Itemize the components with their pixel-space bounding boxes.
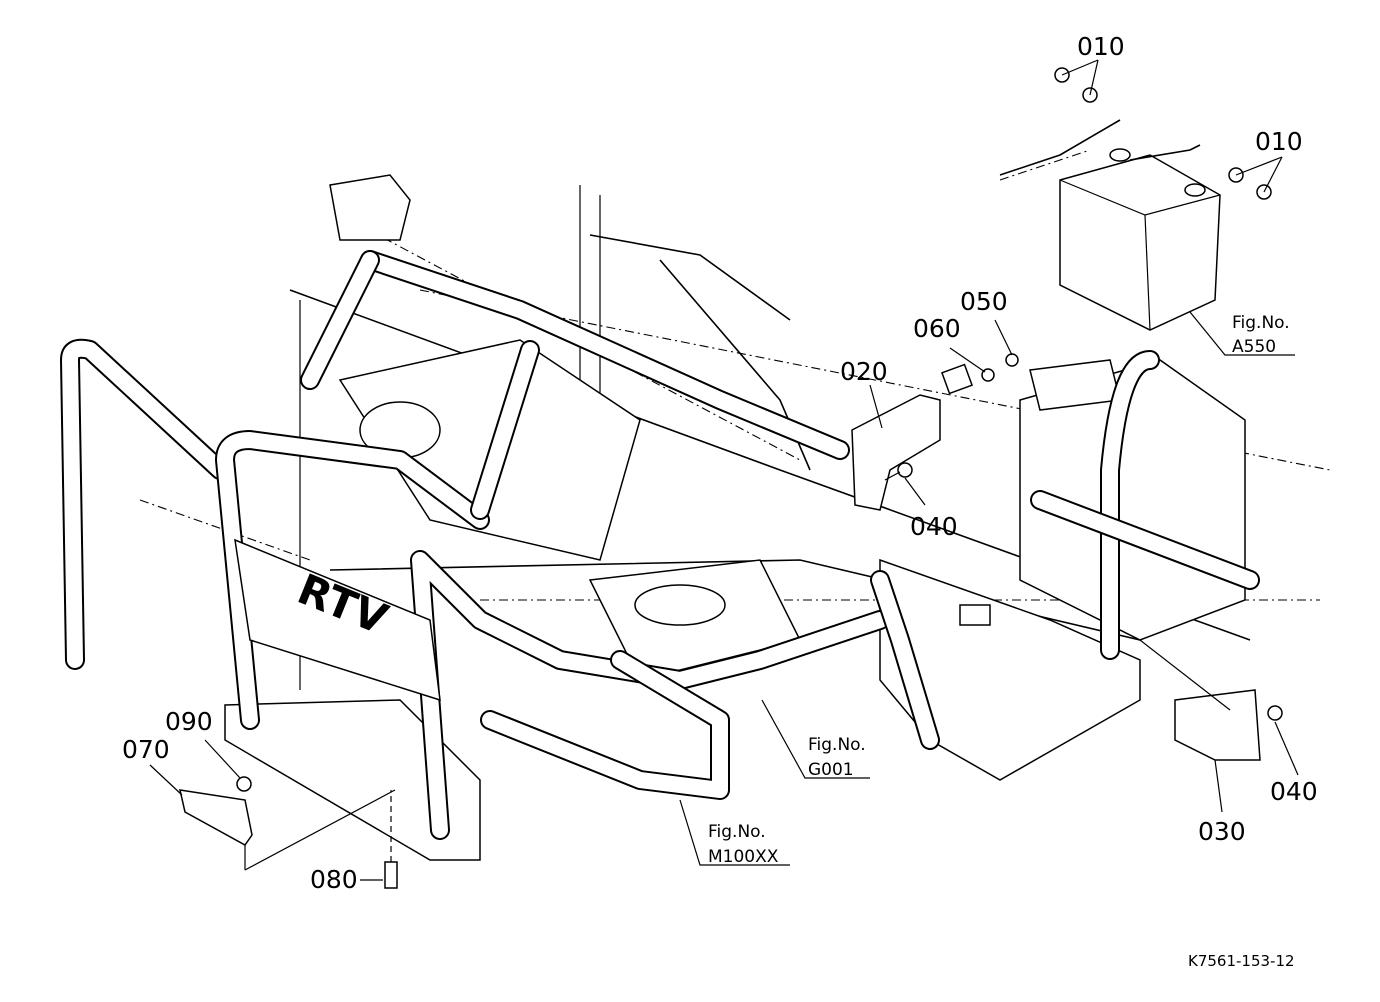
battery <box>999 119 1221 331</box>
leader-a550 <box>1189 311 1295 356</box>
callout-010-right: 010 <box>1255 127 1303 156</box>
callout-030: 030 <box>1198 817 1246 846</box>
battery-terminal-nuts <box>1054 59 1283 200</box>
front-grille-panel: RTV <box>234 538 441 702</box>
fig-ref-g001-number: G001 <box>808 760 854 780</box>
callout-040-right: 040 <box>1270 777 1318 806</box>
front-roll-bar <box>60 250 890 840</box>
bracket-030 <box>1139 639 1299 813</box>
fig-ref-a550-prefix: Fig.No. <box>1232 313 1290 333</box>
fig-ref-m100xx-number: M100XX <box>708 847 779 867</box>
callout-070: 070 <box>122 735 170 764</box>
fig-ref-g001-prefix: Fig.No. <box>808 735 866 755</box>
callout-040-mid: 040 <box>910 512 958 541</box>
callout-020: 020 <box>840 357 888 386</box>
bolt-080 <box>360 790 398 889</box>
callout-050: 050 <box>960 287 1008 316</box>
washer-060-bolt-050 <box>941 319 1019 395</box>
drawing-code: K7561-153-12 <box>1188 952 1295 970</box>
fig-ref-m100xx-prefix: Fig.No. <box>708 822 766 842</box>
callout-080: 080 <box>310 865 358 894</box>
fig-ref-a550-number: A550 <box>1232 337 1276 357</box>
callout-010-top: 010 <box>1077 32 1125 61</box>
leader-g001 <box>761 699 870 779</box>
bracket-020 <box>851 384 941 511</box>
leader-m100xx <box>679 799 790 866</box>
callout-090: 090 <box>165 707 213 736</box>
bolt-040-mid <box>884 462 926 506</box>
callout-060: 060 <box>913 314 961 343</box>
bracket-070 <box>149 739 396 871</box>
rear-roll-bar <box>870 350 1260 750</box>
